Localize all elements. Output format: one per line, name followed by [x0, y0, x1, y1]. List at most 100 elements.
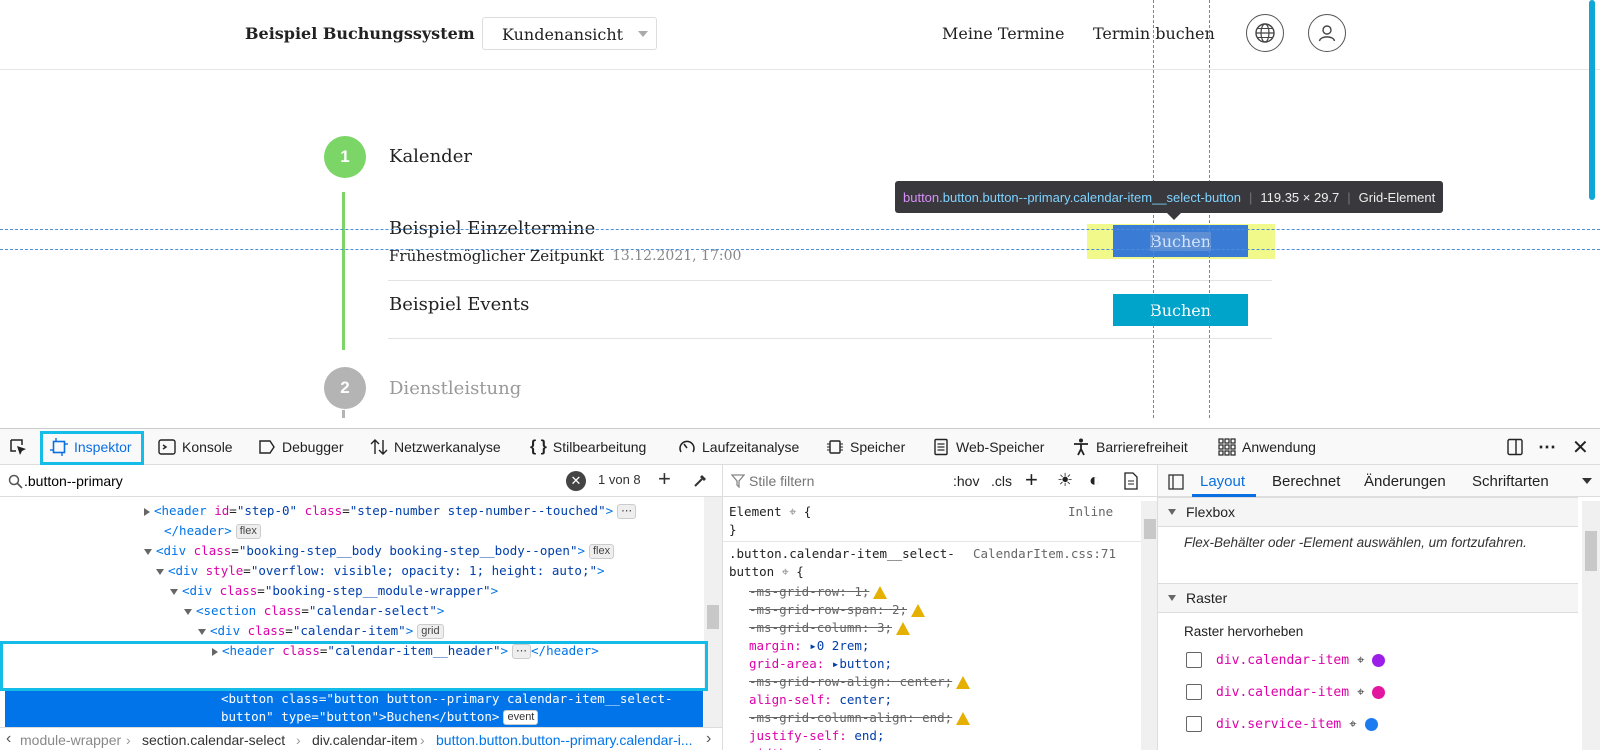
grid-locate-icon[interactable]: ⌖	[1357, 684, 1365, 700]
css-declaration[interactable]: grid-area: ▸button;	[749, 656, 892, 671]
rule-source-link[interactable]: CalendarItem.css:71	[973, 546, 1116, 561]
rules-scrollbar[interactable]	[1141, 501, 1157, 750]
print-media-icon[interactable]	[1123, 472, 1139, 490]
tab-style-editor[interactable]: { } Stilbearbeitung	[530, 429, 646, 465]
css-declaration[interactable]: -ms-grid-row: 1;	[749, 583, 888, 601]
add-node-icon[interactable]: +	[658, 466, 671, 491]
event-badge[interactable]: event	[503, 710, 539, 725]
element-picker-button[interactable]	[8, 429, 28, 465]
tooltip-tag: button	[903, 189, 940, 205]
markup-line[interactable]: <div class="calendar-item">grid	[198, 621, 444, 641]
book-button-events[interactable]: Buchen	[1113, 294, 1248, 326]
light-theme-icon[interactable]: ☀	[1057, 470, 1074, 490]
markup-search-input[interactable]	[24, 470, 564, 492]
tab-storage[interactable]: Web-Speicher	[932, 429, 1044, 465]
toggle-sidebar-icon[interactable]	[1168, 474, 1184, 490]
grid-overlay-checkbox[interactable]	[1186, 652, 1202, 668]
chevron-right-icon[interactable]: ›	[706, 730, 712, 747]
markup-line[interactable]: <div class="booking-step__body booking-s…	[144, 541, 615, 561]
warning-icon[interactable]	[873, 586, 888, 599]
warning-icon[interactable]	[911, 604, 926, 617]
tab-debugger[interactable]: Debugger	[258, 429, 344, 465]
rules-filter-input[interactable]	[749, 471, 929, 491]
grid-color-swatch[interactable]	[1372, 653, 1386, 667]
css-declaration[interactable]: margin: ▸0 2rem;	[749, 638, 870, 653]
grid-overlay-checkbox[interactable]	[1186, 716, 1202, 732]
css-declaration[interactable]: -ms-grid-column: 3;	[749, 619, 910, 637]
breadcrumb-item-current[interactable]: button.button.button--primary.calendar-i…	[436, 732, 693, 748]
grid-overlay-item[interactable]: div.calendar-item⌖	[1186, 681, 1386, 703]
rule-selector[interactable]: .button.calendar-item__select-	[729, 546, 955, 561]
brand-title[interactable]: Beispiel Buchungssystem	[245, 24, 475, 43]
grid-section-header[interactable]: Raster	[1158, 583, 1578, 613]
grid-overlay-item[interactable]: div.service-item⌖	[1186, 713, 1378, 735]
dock-button[interactable]	[1506, 429, 1524, 465]
breadcrumb-item[interactable]: div.calendar-item	[312, 732, 418, 748]
markup-line[interactable]: <section class="calendar-select">	[184, 601, 444, 621]
grid-overlay-item[interactable]: div.calendar-item⌖	[1186, 649, 1386, 671]
more-menu-icon[interactable]: ⋯	[1538, 436, 1556, 457]
chevron-down-icon[interactable]	[1582, 478, 1592, 484]
tab-accessibility[interactable]: Barrierefreiheit	[1072, 429, 1188, 465]
markup-line[interactable]: <header id="step-0" class="step-number s…	[144, 501, 637, 521]
tab-layout[interactable]: Layout	[1200, 472, 1246, 490]
markup-tree[interactable]: <header id="step-0" class="step-number s…	[0, 497, 704, 727]
breadcrumb: ‹ module-wrapper › section.calendar-sele…	[0, 727, 722, 750]
language-button[interactable]	[1246, 14, 1284, 52]
hover-toggle[interactable]: :hov	[953, 473, 980, 489]
css-declaration[interactable]: align-self: center;	[749, 692, 893, 707]
tab-application[interactable]: Anwendung	[1218, 429, 1316, 465]
book-button-single-appointments[interactable]: Buchen	[1113, 225, 1248, 257]
step-2-title[interactable]: Dienstleistung	[389, 378, 522, 399]
step-1-title[interactable]: Kalender	[389, 146, 472, 167]
calendar-item-separator	[388, 338, 1272, 339]
eyedropper-icon[interactable]	[693, 472, 709, 488]
filter-icon	[731, 474, 745, 488]
grid-color-swatch[interactable]	[1364, 717, 1378, 731]
braces-icon: { }	[530, 438, 547, 455]
selected-markup-node[interactable]: <button class="button button--primary ca…	[5, 689, 703, 727]
tab-computed[interactable]: Berechnet	[1272, 472, 1341, 490]
tab-console[interactable]: Konsole	[158, 429, 233, 465]
markup-line[interactable]: <header class="calendar-item__header">⋯<…	[212, 641, 599, 661]
warning-icon[interactable]	[956, 676, 971, 689]
view-select[interactable]: Kundenansicht	[482, 17, 657, 50]
css-declaration[interactable]: -ms-grid-column-align: end;	[749, 709, 971, 727]
markup-scrollbar[interactable]	[704, 497, 722, 727]
warning-icon[interactable]	[896, 622, 910, 635]
tab-performance[interactable]: Laufzeitanalyse	[678, 429, 799, 465]
layout-scrollbar[interactable]	[1582, 501, 1600, 750]
markup-line[interactable]: <div style="overflow: visible; opacity: …	[156, 561, 605, 581]
close-icon[interactable]: ✕	[1572, 436, 1589, 459]
markup-line[interactable]: <div class="booking-step__module-wrapper…	[170, 581, 498, 601]
breadcrumb-item[interactable]: section.calendar-select	[142, 732, 286, 748]
flexbox-section-header[interactable]: Flexbox	[1158, 497, 1578, 527]
page-scrollbar[interactable]	[1589, 0, 1595, 200]
tab-inspector[interactable]: Inspektor	[50, 429, 132, 465]
css-declaration[interactable]: -ms-grid-row-align: center;	[749, 673, 971, 691]
tab-debugger-label: Debugger	[282, 439, 344, 455]
add-rule-icon[interactable]: +	[1025, 467, 1038, 492]
grid-locate-icon[interactable]: ⌖	[1349, 716, 1357, 732]
clear-search-icon[interactable]: ✕	[566, 471, 586, 491]
dark-theme-icon[interactable]: ◐	[1089, 470, 1100, 490]
warning-icon[interactable]	[956, 712, 971, 725]
tab-fonts[interactable]: Schriftarten	[1472, 472, 1549, 490]
account-button[interactable]	[1308, 14, 1346, 52]
globe-icon	[1255, 23, 1275, 43]
grid-locate-icon[interactable]: ⌖	[1357, 652, 1365, 668]
grid-color-swatch[interactable]	[1372, 685, 1386, 699]
css-declaration[interactable]: width: auto;	[749, 745, 839, 750]
css-declaration[interactable]: justify-self: end;	[749, 728, 885, 743]
grid-overlay-checkbox[interactable]	[1186, 684, 1202, 700]
tab-changes[interactable]: Änderungen	[1364, 472, 1446, 490]
tab-network[interactable]: Netzwerkanalyse	[370, 429, 501, 465]
nav-my-appointments[interactable]: Meine Termine	[942, 24, 1065, 43]
chevron-left-icon[interactable]: ‹	[6, 730, 12, 747]
class-toggle[interactable]: .cls	[991, 473, 1012, 489]
breadcrumb-item[interactable]: module-wrapper	[20, 732, 122, 748]
markup-line[interactable]: </header>flex	[154, 521, 261, 541]
inspector-tooltip: button.button.button--primary.calendar-i…	[895, 181, 1444, 220]
tab-memory[interactable]: Speicher	[826, 429, 905, 465]
css-declaration[interactable]: -ms-grid-row-span: 2;	[749, 601, 926, 619]
